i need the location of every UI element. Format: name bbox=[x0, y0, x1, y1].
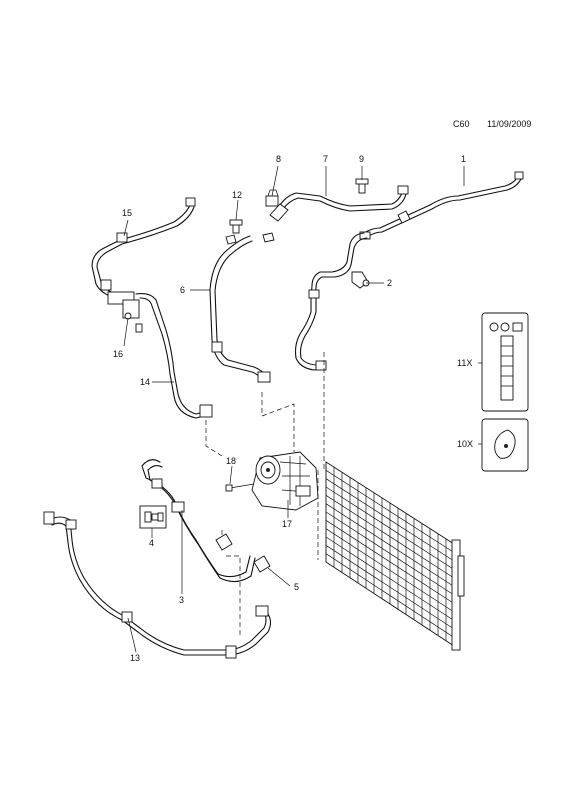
condenser bbox=[325, 461, 465, 651]
callout-11x: 11X bbox=[457, 358, 472, 368]
bolt-12 bbox=[229, 219, 243, 234]
bracket-12b bbox=[225, 234, 237, 245]
fitting-2 bbox=[351, 271, 370, 289]
diagram-date: 11/09/2009 bbox=[487, 119, 532, 129]
dashed-connectors bbox=[205, 352, 325, 638]
callout-18: 18 bbox=[226, 456, 236, 466]
hose-15 bbox=[91, 197, 196, 297]
callout-10x: 10X bbox=[457, 439, 473, 449]
bolt-9 bbox=[355, 178, 369, 194]
callout-9: 9 bbox=[359, 154, 364, 164]
hose-14 bbox=[135, 293, 213, 419]
fitting-5 bbox=[253, 555, 271, 573]
callout-4: 4 bbox=[149, 538, 154, 548]
kit-10x bbox=[481, 418, 529, 472]
bolt-18 bbox=[225, 483, 255, 492]
callout-16: 16 bbox=[113, 349, 123, 359]
callout-6: 6 bbox=[180, 285, 185, 295]
hose-1-fitting-left bbox=[359, 231, 371, 240]
hose-3 bbox=[141, 459, 256, 583]
callout-labels: 1 7 9 8 12 15 6 2 16 14 11X 10X 18 17 4 … bbox=[113, 154, 473, 663]
callout-13: 13 bbox=[130, 653, 140, 663]
hose-6 bbox=[209, 235, 271, 383]
hose-1-fitting-right bbox=[514, 171, 524, 180]
callout-17: 17 bbox=[282, 519, 292, 529]
callout-7: 7 bbox=[323, 154, 328, 164]
bracket-7b bbox=[262, 232, 275, 243]
callout-14: 14 bbox=[140, 377, 150, 387]
leader-lines bbox=[123, 165, 482, 653]
callout-8: 8 bbox=[276, 154, 281, 164]
bracket-16 bbox=[107, 291, 143, 333]
hose-1-lower bbox=[294, 289, 327, 371]
callout-3: 3 bbox=[179, 595, 184, 605]
hose-7 bbox=[269, 185, 411, 224]
callout-12: 12 bbox=[232, 190, 242, 200]
callout-2: 2 bbox=[387, 278, 392, 288]
hose-1 bbox=[310, 171, 524, 297]
dryer-kit-11x bbox=[481, 312, 529, 412]
valve-4 bbox=[139, 505, 167, 529]
hose-13 bbox=[43, 511, 272, 659]
callout-1: 1 bbox=[461, 154, 466, 164]
compressor-17 bbox=[251, 451, 319, 511]
callout-15: 15 bbox=[122, 208, 132, 218]
hose-1-joint bbox=[308, 289, 320, 299]
clip-8 bbox=[265, 189, 279, 207]
diagram-code: C60 bbox=[453, 119, 470, 129]
callout-5: 5 bbox=[294, 582, 299, 592]
